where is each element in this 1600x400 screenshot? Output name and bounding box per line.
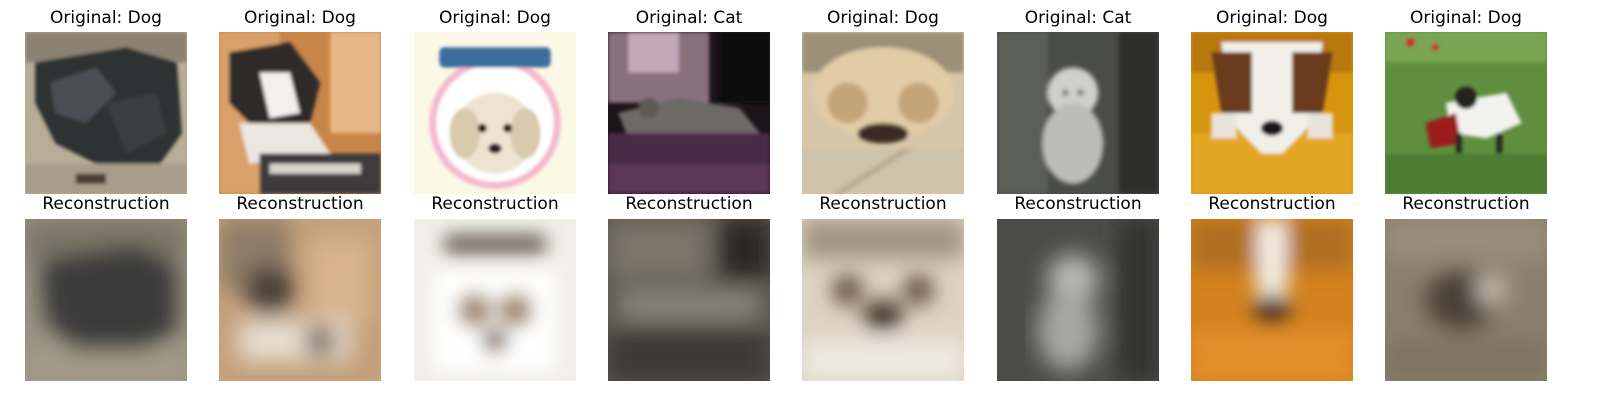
reconstruction-title: Reconstruction <box>236 194 364 214</box>
reconstruction-image <box>802 219 964 381</box>
original-image <box>997 32 1159 194</box>
reconstruction-title: Reconstruction <box>1014 194 1142 214</box>
original-title: Original: Dog <box>50 8 162 28</box>
original-title: Original: Dog <box>439 8 551 28</box>
original-image <box>1385 32 1547 194</box>
original-image <box>25 32 187 194</box>
reconstruction-title: Reconstruction <box>1402 194 1530 214</box>
original-title: Original: Cat <box>635 8 743 28</box>
original-image <box>1191 32 1353 194</box>
reconstruction-image <box>608 219 770 381</box>
original-title: Original: Dog <box>827 8 939 28</box>
original-title: Original: Dog <box>1410 8 1522 28</box>
original-image <box>219 32 381 194</box>
reconstruction-title: Reconstruction <box>42 194 170 214</box>
reconstruction-image <box>414 219 576 381</box>
reconstruction-image <box>219 219 381 381</box>
original-image <box>802 32 964 194</box>
original-image <box>608 32 770 194</box>
reconstruction-image <box>1385 219 1547 381</box>
reconstruction-image <box>1191 219 1353 381</box>
original-image <box>414 32 576 194</box>
reconstruction-title: Reconstruction <box>431 194 559 214</box>
reconstruction-title: Reconstruction <box>819 194 947 214</box>
reconstruction-image <box>997 219 1159 381</box>
reconstruction-image <box>25 219 187 381</box>
original-title: Original: Cat <box>1024 8 1132 28</box>
original-title: Original: Dog <box>1216 8 1328 28</box>
original-title: Original: Dog <box>244 8 356 28</box>
reconstruction-title: Reconstruction <box>1208 194 1336 214</box>
reconstruction-title: Reconstruction <box>625 194 753 214</box>
